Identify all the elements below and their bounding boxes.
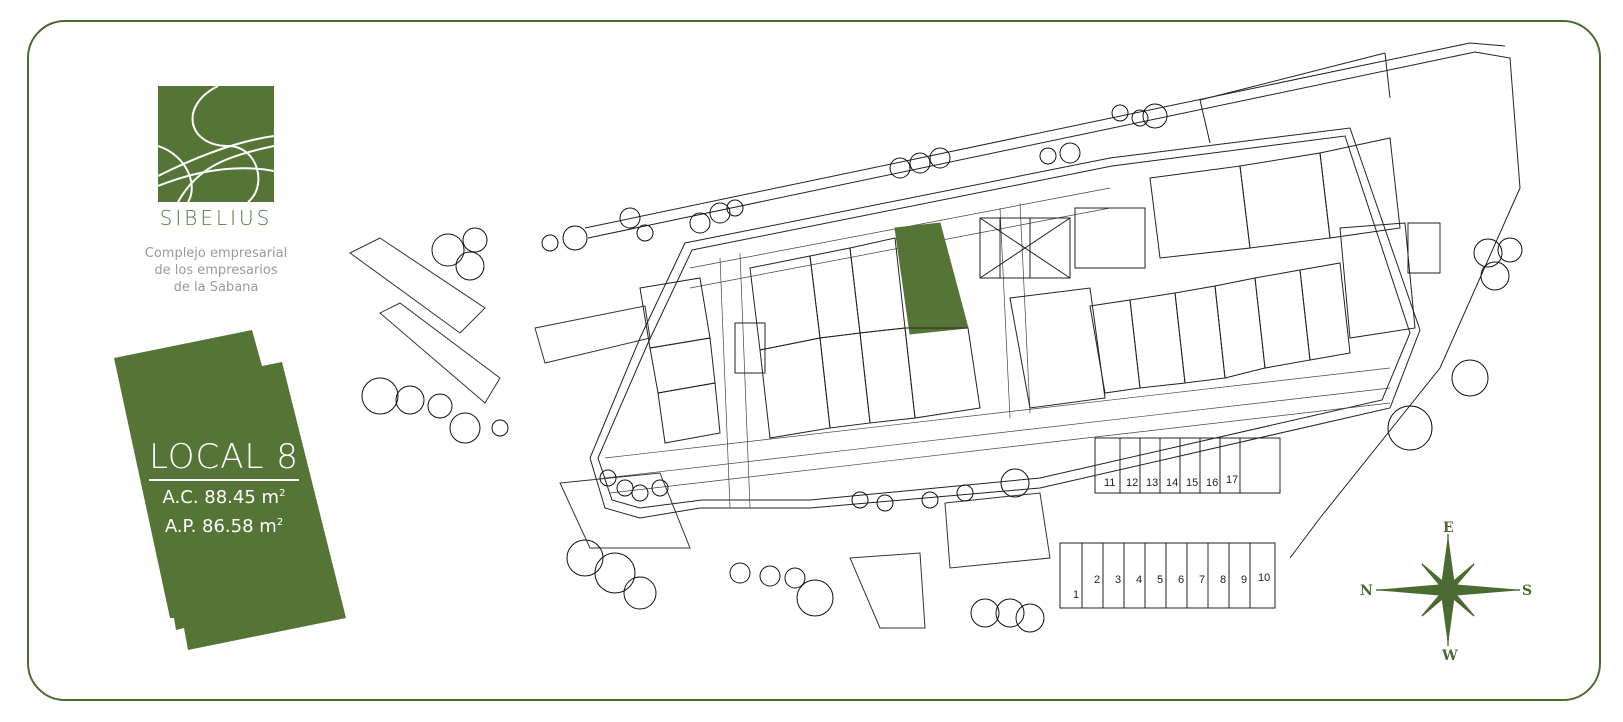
parking-top bbox=[1094, 437, 1281, 494]
stall-11: 11 bbox=[1104, 477, 1115, 489]
service-core bbox=[734, 207, 1441, 374]
stall-6: 6 bbox=[1178, 574, 1184, 586]
site-boundary bbox=[584, 42, 1521, 559]
page-frame bbox=[27, 20, 1601, 701]
parking-bottom bbox=[1059, 542, 1276, 609]
compass-bottom: W bbox=[1441, 648, 1458, 663]
tagline-line-2: de los empresarios bbox=[154, 263, 278, 278]
compass-top: E bbox=[1443, 520, 1454, 536]
stall-15: 15 bbox=[1186, 477, 1198, 489]
trees bbox=[361, 103, 1523, 633]
stall-14: 14 bbox=[1166, 477, 1178, 489]
unit-ap-area: A.P. 86.58 m2 bbox=[136, 510, 312, 539]
stall-13: 13 bbox=[1146, 477, 1158, 489]
pavement-grid bbox=[604, 187, 1391, 509]
unit-ac-area: A.C. 88.45 m2 bbox=[136, 481, 312, 510]
stall-9: 9 bbox=[1241, 574, 1247, 586]
stall-1: 1 bbox=[1073, 589, 1079, 601]
compass-right: S bbox=[1522, 583, 1532, 599]
retail-units-east bbox=[1009, 137, 1416, 409]
tagline-line-1: Complejo empresarial bbox=[144, 246, 288, 261]
brand-name: SIBELIUS bbox=[159, 206, 273, 230]
compass-rose: E N S W bbox=[1360, 520, 1532, 663]
parking-numbers-bottom: 1 2 3 4 5 6 7 8 9 10 bbox=[1073, 572, 1270, 601]
unit-name: LOCAL 8 bbox=[149, 437, 299, 481]
access-ramps bbox=[349, 237, 1051, 629]
stall-8: 8 bbox=[1220, 574, 1226, 586]
floor-plan: 11 12 13 14 15 16 17 1 2 3 4 5 6 7 8 9 1… bbox=[349, 42, 1523, 633]
ap-unit-sup: 2 bbox=[276, 517, 284, 528]
ac-unit-sup: 2 bbox=[279, 488, 286, 499]
stall-2: 2 bbox=[1094, 574, 1100, 586]
unit-info: LOCAL 8 A.C. 88.45 m2 A.P. 86.58 m2 bbox=[136, 437, 312, 539]
building-outline bbox=[589, 127, 1421, 519]
stall-12: 12 bbox=[1126, 477, 1138, 489]
local-8-highlight bbox=[894, 222, 969, 335]
compass-left: N bbox=[1360, 583, 1373, 599]
stall-4: 4 bbox=[1136, 574, 1142, 586]
brand-tagline: Complejo empresarial de los empresarios … bbox=[118, 245, 314, 296]
ac-label: A.C. 88.45 m bbox=[162, 487, 280, 508]
tagline-line-3: de la Sabana bbox=[173, 280, 259, 295]
stall-17: 17 bbox=[1226, 474, 1238, 486]
stall-10: 10 bbox=[1258, 572, 1270, 584]
retail-units-west bbox=[639, 222, 981, 444]
parking-numbers-top: 11 12 13 14 15 16 17 bbox=[1104, 474, 1238, 489]
stall-3: 3 bbox=[1115, 574, 1121, 586]
ap-label: A.P. 86.58 m bbox=[164, 516, 277, 537]
stall-7: 7 bbox=[1199, 574, 1205, 586]
unit-shape bbox=[114, 330, 346, 650]
stall-5: 5 bbox=[1157, 574, 1163, 586]
sibelius-logo bbox=[158, 86, 274, 202]
stall-16: 16 bbox=[1206, 477, 1218, 489]
